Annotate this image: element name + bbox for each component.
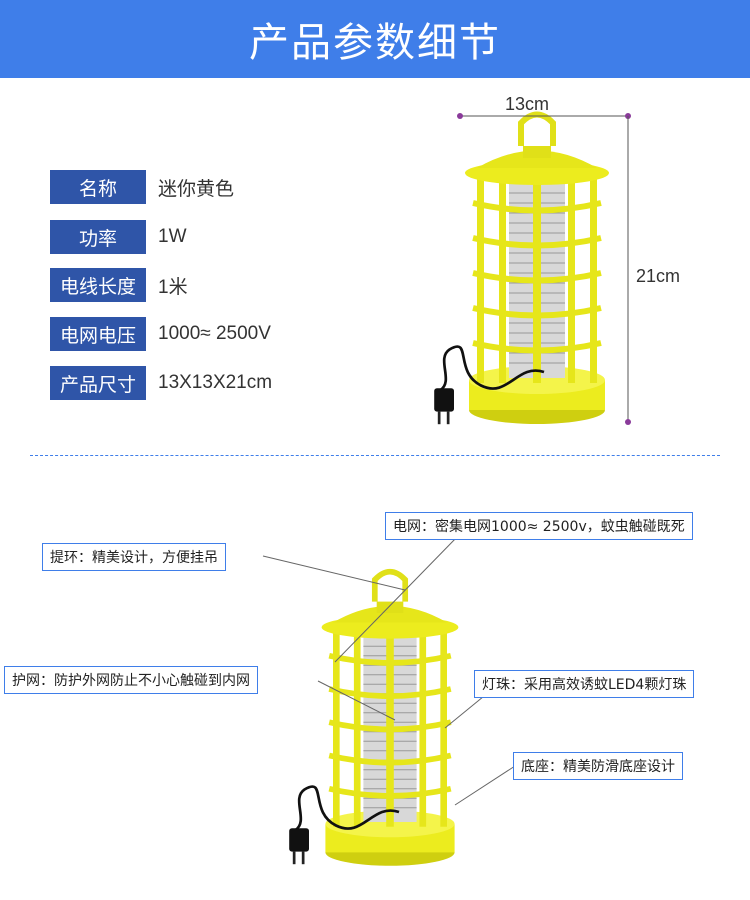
spec-row-name: 名称 迷你黄色 bbox=[50, 170, 234, 204]
spec-value: 迷你黄色 bbox=[158, 178, 235, 200]
height-dimension-line bbox=[625, 116, 631, 425]
spec-value: 1000≈ 2500V bbox=[158, 323, 271, 344]
spec-value: 13X13X21cm bbox=[158, 372, 273, 393]
spec-value: 1米 bbox=[158, 276, 188, 298]
spec-row-power: 功率 1W bbox=[50, 220, 187, 254]
spec-value: 1W bbox=[158, 226, 187, 247]
spec-row-cord-length: 电线长度 1米 bbox=[50, 268, 188, 302]
callout-guard: 护网：防护外网防止不小心触碰到内网 bbox=[4, 666, 258, 694]
product-image-bottom bbox=[287, 572, 458, 866]
width-dimension-label: 13cm bbox=[505, 94, 550, 114]
callout-leader-lines bbox=[262, 535, 516, 806]
spec-label: 产品尺寸 bbox=[50, 366, 146, 400]
spec-row-voltage: 电网电压 1000≈ 2500V bbox=[50, 317, 271, 351]
spec-label: 电网电压 bbox=[50, 317, 146, 351]
page-title: 产品参数细节 bbox=[249, 20, 501, 66]
spec-label: 名称 bbox=[50, 170, 146, 204]
spec-label: 电线长度 bbox=[50, 268, 146, 302]
callout-base: 底座：精美防滑底座设计 bbox=[513, 752, 683, 780]
callout-lamp-beads: 灯珠：采用高效诱蚊LED4颗灯珠 bbox=[474, 670, 695, 698]
callout-handle: 提环：精美设计，方便挂吊 bbox=[42, 543, 226, 571]
height-dimension-label: 21cm bbox=[636, 266, 681, 286]
spec-row-size: 产品尺寸 13X13X21cm bbox=[50, 366, 272, 400]
width-dimension-line bbox=[457, 113, 631, 119]
spec-label: 功率 bbox=[50, 220, 146, 254]
page-header: 产品参数细节 bbox=[0, 0, 750, 78]
product-image-top bbox=[432, 115, 609, 425]
section-divider bbox=[30, 455, 720, 456]
callout-grid: 电网：密集电网1000≈ 2500v，蚊虫触碰既死 bbox=[385, 512, 693, 540]
